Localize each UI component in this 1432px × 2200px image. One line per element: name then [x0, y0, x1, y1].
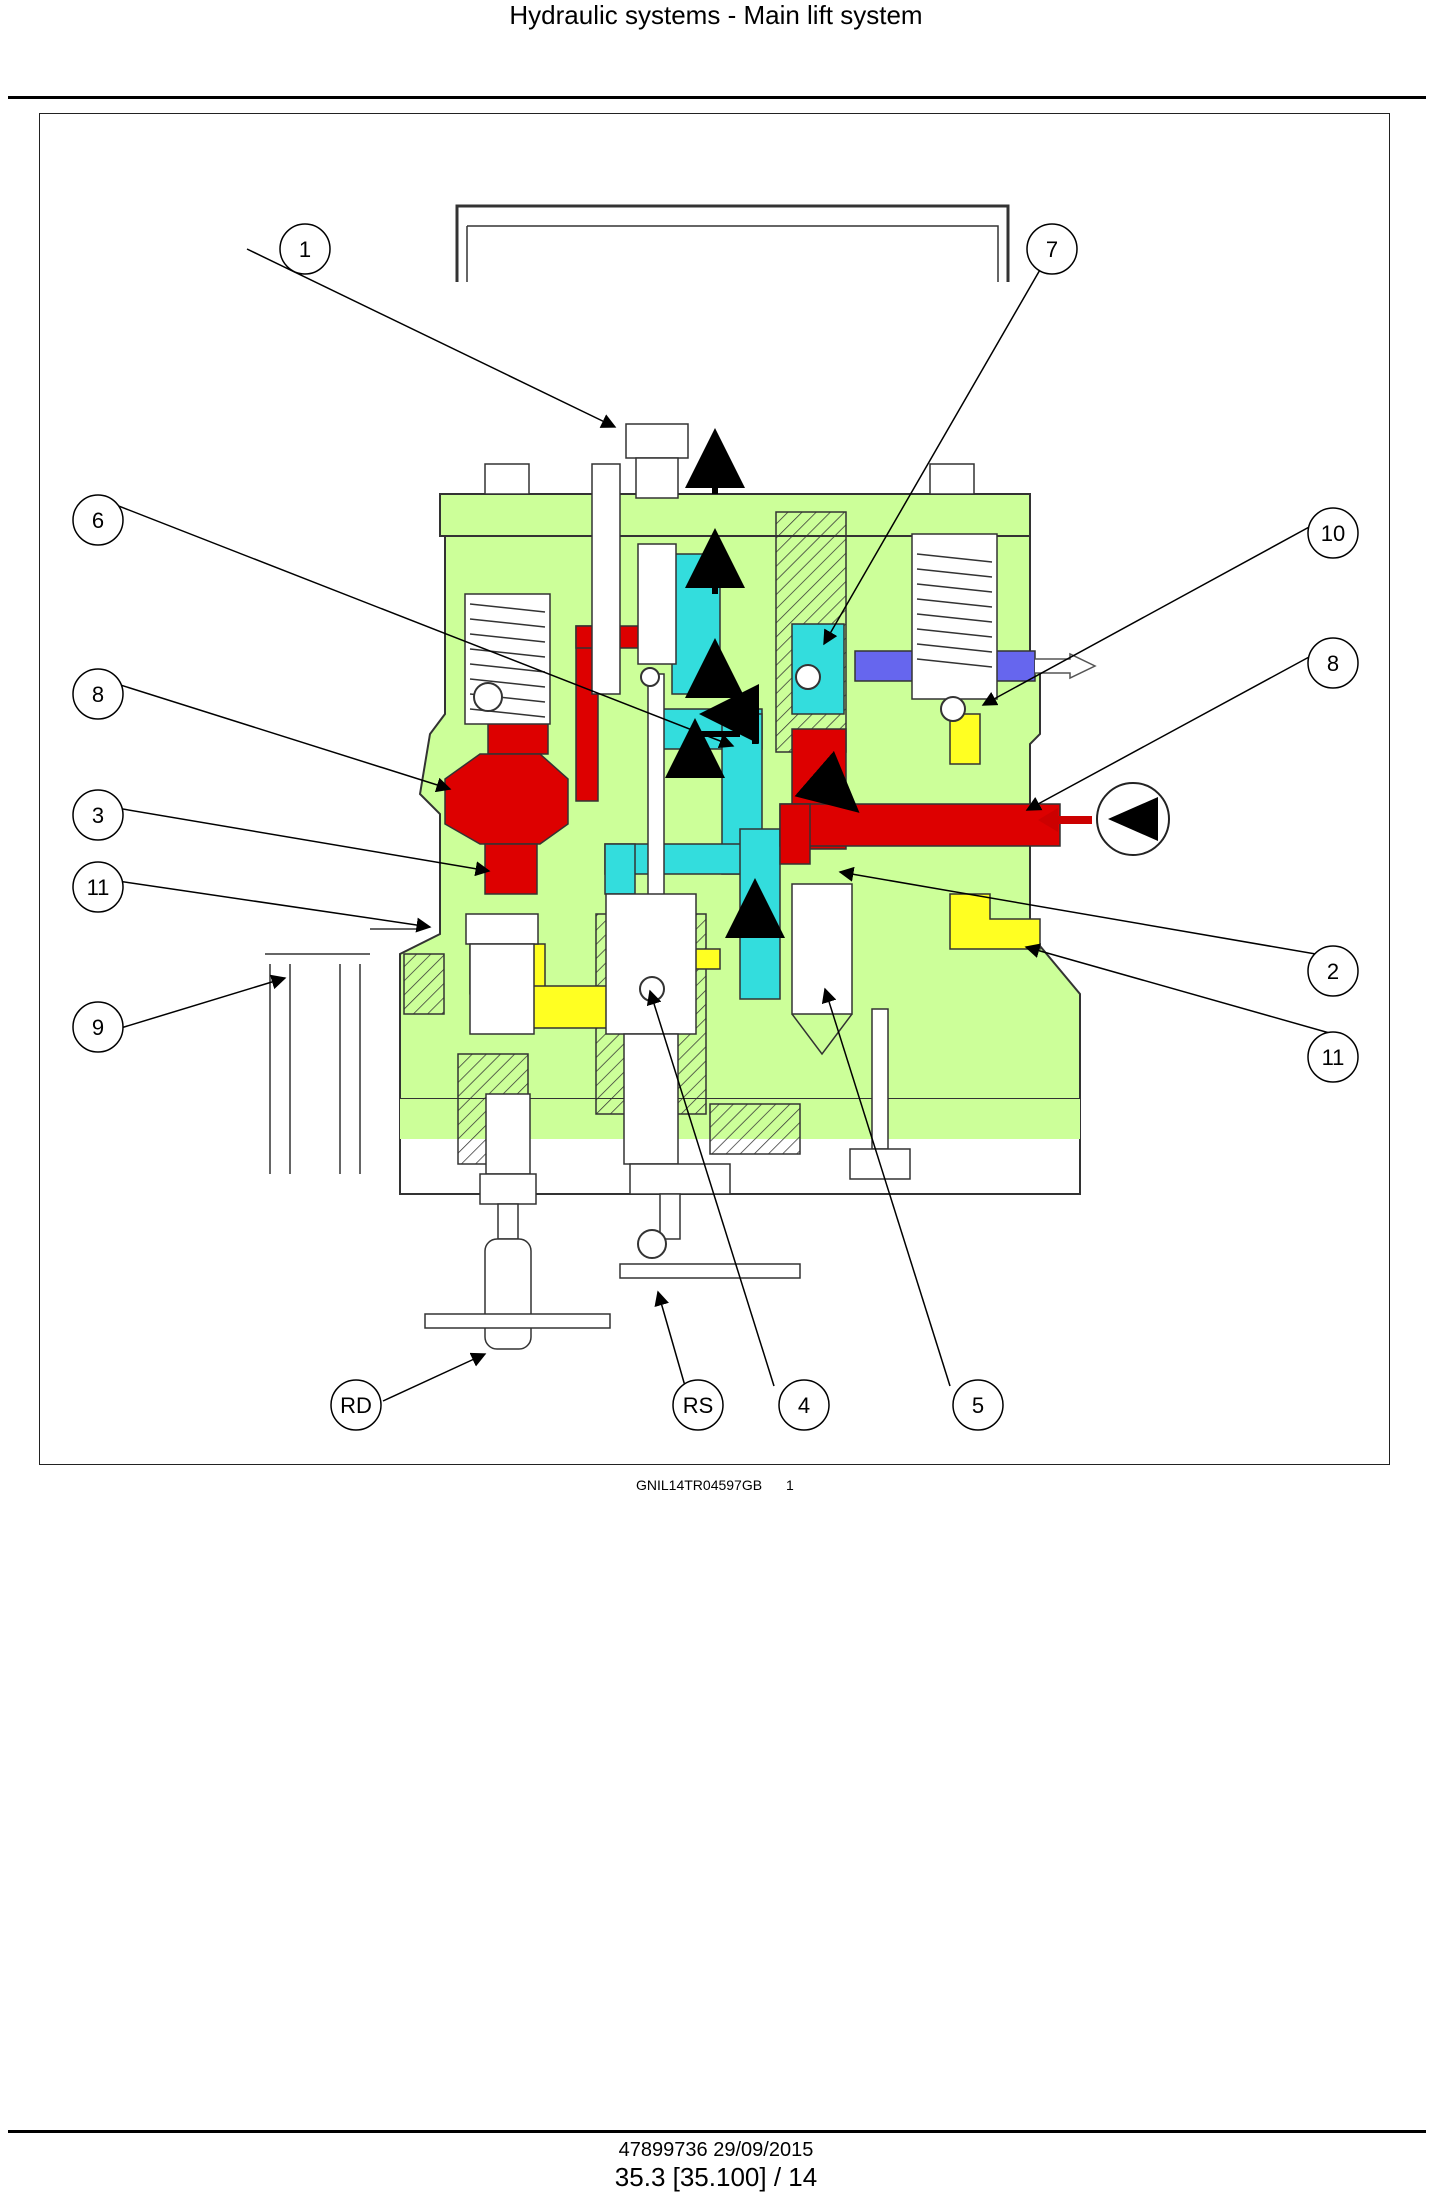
footer-page-number: 35.3 [35.100] / 14 [614, 2162, 818, 2192]
callout-11-left: 11 [72, 861, 124, 913]
svg-text:8: 8 [92, 682, 104, 707]
callout-10: 10 [1307, 507, 1359, 559]
callout-6: 6 [72, 494, 124, 546]
svg-text:4: 4 [798, 1393, 810, 1418]
callout-7: 7 [1026, 223, 1078, 275]
callout-rd: RD [330, 1379, 382, 1431]
callout-2: 2 [1307, 945, 1359, 997]
figure-number: 1 [786, 1477, 794, 1493]
svg-text:8: 8 [1327, 651, 1339, 676]
svg-text:11: 11 [87, 875, 110, 900]
callout-3: 3 [72, 789, 124, 841]
svg-text:3: 3 [92, 803, 104, 828]
callout-8-right: 8 [1307, 637, 1359, 689]
svg-text:10: 10 [1321, 521, 1345, 546]
footer-rule [8, 2130, 1426, 2133]
svg-text:RD: RD [340, 1393, 372, 1418]
callout-5: 5 [952, 1379, 1004, 1431]
callout-9: 9 [72, 1001, 124, 1053]
callout-4: 4 [778, 1379, 830, 1431]
hydraulic-valve-cross-section: 1 7 6 10 8 8 3 11 2 9 11 RD RS 4 5 [72, 204, 1359, 1431]
callout-11-right: 11 [1307, 1031, 1359, 1083]
svg-text:6: 6 [92, 508, 104, 533]
page-header-title: Hydraulic systems - Main lift system [509, 0, 923, 30]
callout-8-left: 8 [72, 668, 124, 720]
hydraulic-diagram-figure: 1 7 6 10 8 8 3 11 2 9 11 RD RS 4 5 [39, 113, 1390, 1465]
svg-text:7: 7 [1046, 237, 1058, 262]
svg-text:1: 1 [299, 237, 311, 262]
header-rule [8, 96, 1426, 99]
svg-text:2: 2 [1327, 959, 1339, 984]
svg-text:9: 9 [92, 1015, 104, 1040]
figure-code: GNIL14TR04597GB [636, 1477, 763, 1493]
callout-rs: RS [672, 1379, 724, 1431]
svg-text:5: 5 [972, 1393, 984, 1418]
svg-text:11: 11 [1322, 1045, 1345, 1070]
footer-document-id: 47899736 29/09/2015 [618, 2139, 814, 2161]
callout-1: 1 [279, 223, 331, 275]
svg-text:RS: RS [683, 1393, 714, 1418]
